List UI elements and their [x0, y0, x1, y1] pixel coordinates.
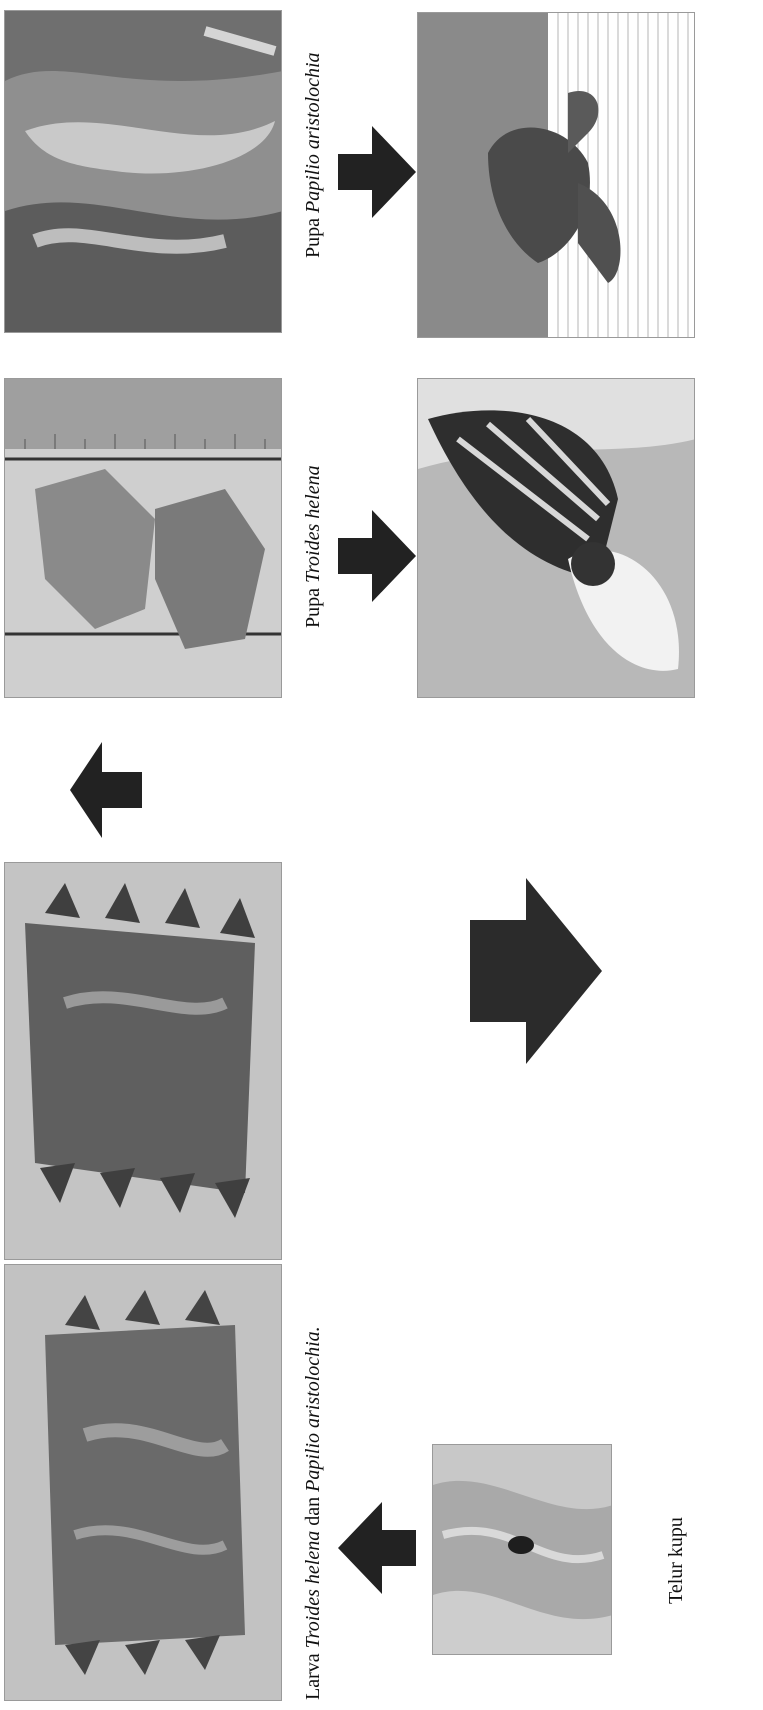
butterfly-troides-illustration: [418, 379, 695, 698]
larva-right-illustration: [5, 1265, 282, 1701]
pupa-papilio-photo: [4, 10, 282, 333]
caption-larva-species1: Troides helena: [302, 1531, 324, 1649]
right-arrow-icon: [338, 510, 416, 602]
larva-left-illustration: [5, 863, 282, 1260]
caption-telur: Telur kupu: [663, 1517, 689, 1604]
caption-larva: Larva Troides helena dan Papilio aristol…: [300, 1326, 326, 1700]
caption-telur-text: Telur kupu: [665, 1517, 687, 1604]
right-arrow-icon: [338, 126, 416, 218]
egg-photo: [432, 1444, 612, 1655]
caption-pupa-troides-species: Troides helena: [302, 465, 324, 583]
caption-larva-mid: dan: [302, 1492, 324, 1531]
butterfly-troides-photo: [417, 378, 695, 698]
pupa-troides-photo: [4, 378, 282, 698]
caption-larva-species2: Papilio aristolochia.: [302, 1326, 324, 1492]
right-arrow-icon: [470, 878, 602, 1064]
arrow-pupa-papilio-to-butterfly: [338, 126, 416, 218]
caption-pupa-papilio-species: Papilio aristolochia: [302, 52, 324, 213]
butterfly-papilio-illustration: [418, 13, 695, 338]
larva-right-photo: [4, 1264, 282, 1701]
left-arrow-icon: [338, 1502, 416, 1594]
larva-left-photo: [4, 862, 282, 1260]
pupa-troides-illustration: [5, 379, 282, 698]
caption-pupa-papilio-prefix: Pupa: [302, 213, 324, 258]
arrow-pupa-troides-to-butterfly: [338, 510, 416, 602]
arrow-egg-to-larva: [338, 1502, 416, 1594]
caption-larva-prefix: Larva: [302, 1648, 324, 1700]
caption-pupa-papilio: Pupa Papilio aristolochia: [300, 52, 326, 258]
left-arrow-icon: [70, 742, 142, 838]
egg-illustration: [433, 1445, 612, 1655]
arrow-butterfly-to-egg: [470, 878, 602, 1064]
arrow-larva-to-pupa: [70, 742, 142, 838]
caption-pupa-troides: Pupa Troides helena: [300, 465, 326, 628]
butterfly-papilio-photo: [417, 12, 695, 338]
pupa-papilio-illustration: [5, 11, 282, 333]
caption-pupa-troides-prefix: Pupa: [302, 583, 324, 628]
